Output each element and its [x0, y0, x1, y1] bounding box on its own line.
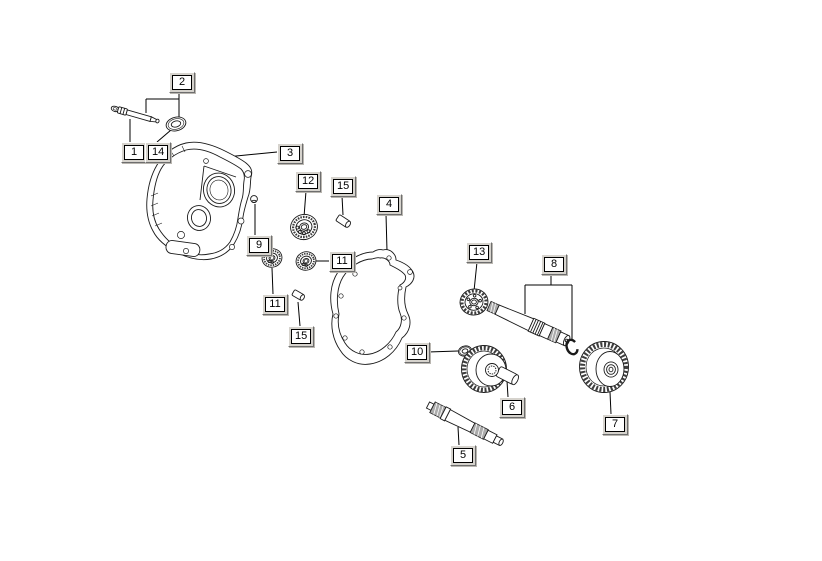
leader-7: [609, 391, 612, 415]
leader-13: [473, 261, 478, 292]
part-13-bearing-drawing: [459, 288, 489, 316]
callout-11a[interactable]: 11: [262, 294, 288, 315]
leader-2: [145, 92, 180, 119]
part-1-bolt-drawing: [110, 105, 160, 124]
callout-12-label: 12: [298, 174, 319, 189]
part-11b-bearing-drawing: [295, 251, 317, 271]
leader-14: [156, 129, 172, 143]
callout-5[interactable]: 5: [450, 445, 476, 466]
leader-4: [385, 213, 388, 252]
leader-15b: [297, 301, 301, 327]
callout-15b[interactable]: 15: [288, 326, 315, 347]
part-15b-pin-drawing: [291, 289, 305, 301]
callout-14-label: 14: [148, 145, 169, 160]
leader-lines: [129, 92, 612, 446]
callout-7[interactable]: 7: [602, 414, 628, 435]
callout-10[interactable]: 10: [404, 342, 431, 363]
callout-6-label: 6: [502, 400, 522, 415]
part-4-gasket-drawing: [330, 249, 415, 365]
callout-14[interactable]: 14: [145, 142, 172, 163]
callout-3[interactable]: 3: [277, 143, 303, 164]
leader-15a: [341, 195, 344, 216]
leader-11a: [271, 267, 274, 295]
leader-5: [457, 426, 460, 446]
part-7-gear-drawing: [579, 341, 629, 393]
callout-2-label: 2: [172, 75, 192, 90]
leader-8: [524, 274, 573, 339]
callout-1-label: 1: [124, 145, 144, 160]
part-5-shaft-drawing: [425, 401, 504, 447]
callout-4-label: 4: [379, 197, 399, 212]
callout-9[interactable]: 9: [246, 235, 272, 256]
callout-11a-label: 11: [265, 297, 285, 312]
callout-11b[interactable]: 11: [329, 251, 355, 272]
part-6-gear-drawing: [461, 345, 519, 393]
part-12-bearing-drawing: [290, 213, 318, 241]
part-14-washer-drawing: [165, 116, 187, 132]
callout-9-label: 9: [249, 238, 269, 253]
callout-5-label: 5: [453, 448, 473, 463]
leader-12: [303, 190, 307, 218]
callout-15b-label: 15: [291, 329, 312, 344]
callout-12[interactable]: 12: [295, 171, 322, 192]
callout-13[interactable]: 13: [466, 242, 493, 263]
callout-10-label: 10: [407, 345, 428, 360]
part-15a-pin-drawing: [335, 214, 351, 228]
leader-10: [427, 350, 459, 353]
part-9-screw-drawing: [250, 195, 258, 203]
leader-6: [506, 380, 509, 398]
callout-8[interactable]: 8: [541, 254, 567, 275]
part-8-circlip-drawing: [565, 338, 579, 356]
callout-6[interactable]: 6: [499, 397, 525, 418]
callout-3-label: 3: [280, 146, 300, 161]
callout-4[interactable]: 4: [376, 194, 402, 215]
callout-1[interactable]: 1: [121, 142, 147, 163]
part-3-cover-drawing: [146, 141, 253, 261]
callout-8-label: 8: [544, 257, 564, 272]
callout-15a-label: 15: [333, 179, 354, 194]
callout-2[interactable]: 2: [169, 72, 195, 93]
callout-11b-label: 11: [332, 254, 352, 269]
callout-13-label: 13: [469, 245, 490, 260]
part-8-shaft-drawing: [486, 300, 571, 347]
callout-7-label: 7: [605, 417, 625, 432]
callout-15a[interactable]: 15: [330, 176, 357, 197]
